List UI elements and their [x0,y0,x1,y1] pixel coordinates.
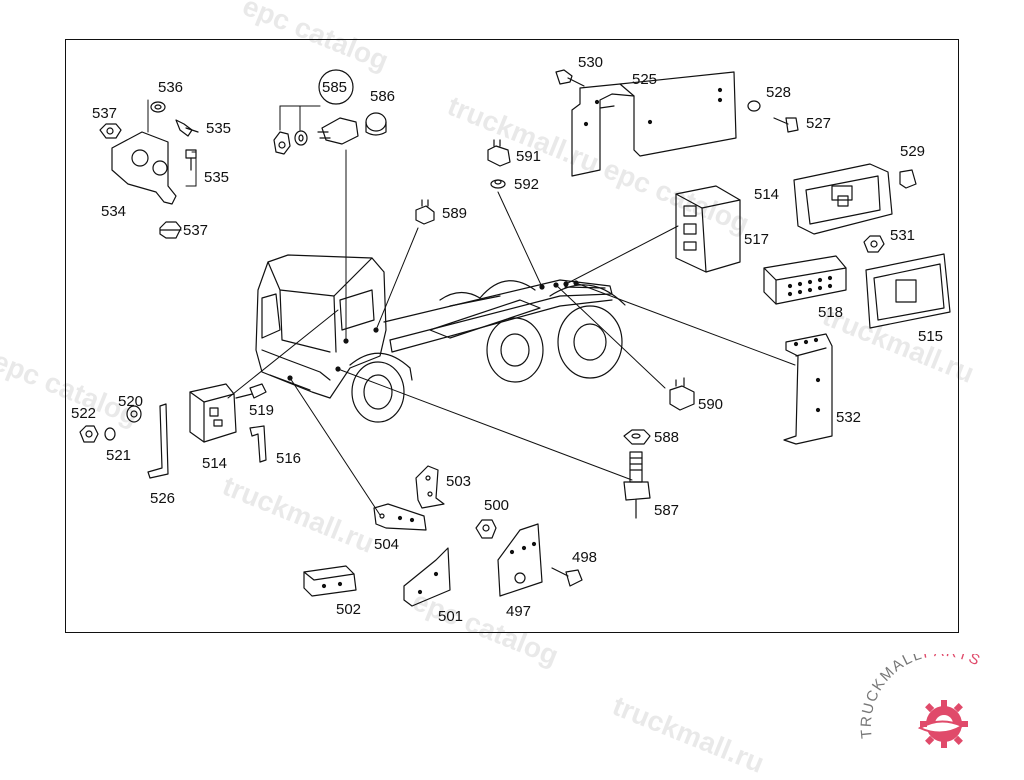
part-label: 589 [442,205,468,222]
part-label: 532 [836,409,862,426]
logo-text-accent: PARTS [921,654,983,670]
part-label: 530 [578,54,604,71]
part-label: 502 [336,601,362,618]
part-label: 531 [890,227,916,244]
part-label: 504 [374,536,400,553]
part-label: 590 [698,396,724,413]
part-label: 534 [101,203,127,220]
part-label: 516 [276,450,302,467]
part-label: 535 [204,169,230,186]
diagram-frame [65,39,959,633]
bracket-534-group [99,101,199,239]
part-label: 521 [106,447,132,464]
socket-585-586 [273,69,387,155]
part-label: 529 [900,143,926,160]
part-label: 586 [370,88,396,105]
part-label: 536 [158,79,184,96]
switch-589 [415,199,435,225]
control-unit-group [675,163,951,329]
truckmall-parts-logo: TRUCKMALLPARTS [858,643,1024,750]
part-label: 537 [183,222,209,239]
bracket-525-group [555,69,799,177]
part-label: 522 [71,405,97,422]
part-label: 535 [206,120,232,137]
part-label: 503 [446,473,472,490]
part-label: 497 [506,603,532,620]
bracket-532 [783,333,833,445]
left-parts-group [79,383,267,479]
part-label: 519 [249,402,275,419]
part-label: 588 [654,429,680,446]
part-label: 500 [484,497,510,514]
part-label: 525 [632,71,658,88]
part-label: 526 [150,490,176,507]
part-label: 498 [572,549,598,566]
logo-text-main: TRUCKMALL [858,654,925,739]
part-label: 592 [514,176,540,193]
diagram-drawing [79,69,951,607]
leader-lines [147,99,796,516]
part-label: 517 [744,231,770,248]
part-label: 585 [322,79,348,96]
part-label: 527 [806,115,832,132]
part-label: 591 [516,148,542,165]
part-label: 514 [202,455,228,472]
bottom-brackets-group [303,465,583,607]
part-label: 528 [766,84,792,101]
part-label: 501 [438,608,464,625]
gear-icon [917,700,968,748]
part-label: 537 [92,105,118,122]
sender-587-588 [623,429,651,519]
part-label: 520 [118,393,144,410]
truck-chassis-drawing [255,254,626,423]
part-label: 514 [754,186,780,203]
part-label: 518 [818,304,844,321]
part-label: 515 [918,328,944,345]
part-label: 587 [654,502,680,519]
sensor-590 [669,377,695,411]
sensor-591-592 [487,139,511,189]
